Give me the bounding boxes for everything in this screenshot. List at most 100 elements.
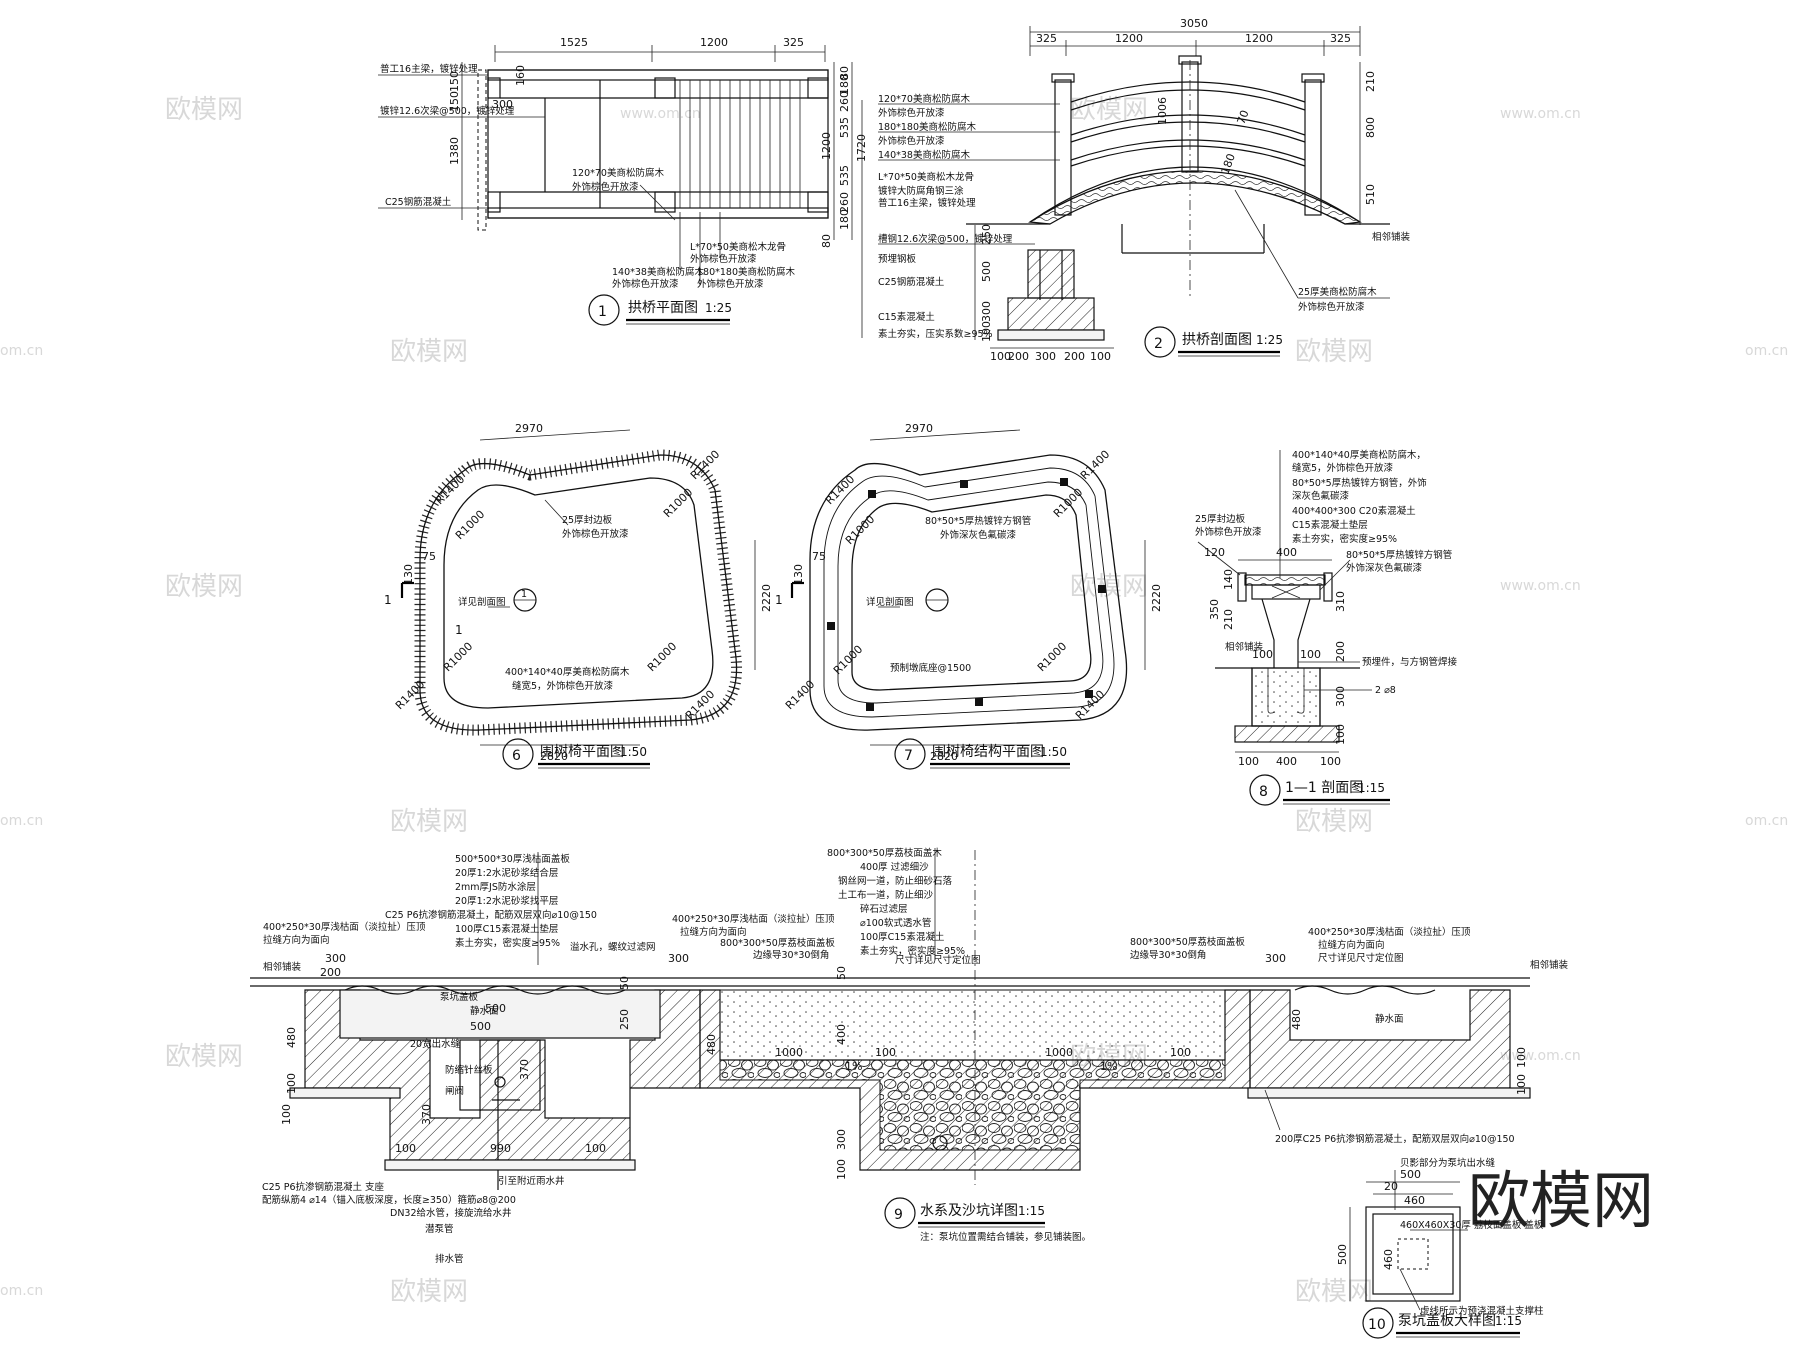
dim-label: 150 (448, 71, 461, 92)
note: C25 P6抗渗钢筋混凝土 支座 (262, 1181, 385, 1193)
note: 120*70美商松防腐木 (572, 167, 664, 179)
note: 80*50*5厚热镀锌方钢管，外饰 (1292, 477, 1427, 489)
dimension-top: 3050 325 1200 1200 325 (1029, 17, 1361, 56)
dim-label: R1000 (1035, 640, 1069, 674)
note: 180*180美商松防腐木 (878, 121, 977, 133)
dimension-right: 210 800 510 1006 180 70 (1156, 62, 1377, 225)
note: 外饰棕色开放漆 (690, 253, 757, 265)
dim-label: 1380 (448, 137, 461, 165)
watermark-brand: 欧模网 (165, 1042, 243, 1072)
drawing-title: 1 拱桥平面图 1:25 (588, 294, 732, 326)
section-mark: 1 (455, 623, 463, 637)
note: 外饰深灰色氟碳漆 (1346, 562, 1423, 574)
note: 20厚1:2水泥砂浆找平层 (455, 895, 558, 907)
dim-label: 990 (490, 1142, 511, 1155)
dim-label: 100 (980, 321, 993, 342)
dim-label: 1000 (775, 1046, 803, 1059)
watermark-site: www.om.cn (1500, 578, 1581, 594)
dim-label: 1% (1100, 1060, 1117, 1073)
support-posts (827, 478, 1106, 711)
dim-label: R1000 (645, 640, 679, 674)
label: 20宽出水缝 (410, 1038, 461, 1050)
dim-label: 300 (980, 301, 993, 322)
dim-label: 80 (838, 66, 851, 80)
label: 泵坑盖板 (440, 991, 479, 1003)
note: 边缘导30*30倒角 (1130, 949, 1206, 961)
note: 400*400*300 C20素混凝土 (1292, 505, 1416, 517)
dim-label: 535 (838, 165, 851, 186)
note: 外饰棕色开放漆 (1298, 301, 1365, 313)
note: ⌀100软式透水管 (860, 917, 931, 929)
note: C25钢筋混凝土 (878, 276, 945, 288)
deck-boards (679, 80, 801, 208)
dim-label: 460 (1382, 1249, 1395, 1270)
dim-label: 50 (835, 966, 848, 980)
dim-label: 100 (1090, 350, 1111, 363)
dim-label: 1200 (1245, 32, 1273, 45)
note: 100厚C15素混凝土 (860, 931, 945, 943)
note: 预埋件，与方钢管焊接 (1362, 656, 1458, 668)
dimension: 500 20 460 500 460 (1336, 1168, 1460, 1301)
dim-label: 3050 (1180, 17, 1208, 30)
dim-label: 460 (1404, 1194, 1425, 1207)
note: 槽钢12.6次梁@500，镀锌处理 (878, 233, 1013, 245)
note: 100厚C15素混凝土垫层 (455, 923, 558, 935)
dim-label: 1006 (1156, 97, 1169, 125)
note: 外饰棕色开放漆 (612, 278, 679, 290)
dim-label: 300 (1035, 350, 1056, 363)
dim-label: R1000 (453, 508, 487, 542)
note: 素土夯实，密实度≥95% (1292, 533, 1397, 545)
dim-label: 140 (1222, 569, 1235, 590)
drawing-number: 2 (1154, 336, 1163, 352)
dimension-right: 80 180 260 535 535 260 180 80 1200 1720 (820, 62, 868, 248)
note: 预埋钢板 (878, 253, 917, 265)
dim-label: 100 (1252, 648, 1273, 661)
dimension-left: 250 500 300 100 (974, 224, 993, 342)
annotations-right: 800*300*50厚荔枝面盖板 边缘导30*30倒角 400*250*30厚浅… (1130, 926, 1569, 1145)
drawing-title-text: 拱桥剖面图 (1182, 332, 1252, 348)
dimension-left: 150 150 1380 300 160 (448, 62, 527, 220)
drawing-6-tree-bench-plan: 2970 2820 2220 R1400 R1400 R1400 R1400 R… (384, 422, 773, 770)
note: C25钢筋混凝土 (385, 196, 452, 208)
note: 相邻铺装 (1225, 641, 1264, 653)
dim-label: 100 (1334, 724, 1347, 745)
dim-label: 150 (448, 91, 461, 112)
watermark-site: om.cn (0, 813, 43, 829)
annotations-bottom: C25 P6抗渗钢筋混凝土 支座 配筋纵筋4 ⌀14（锚入底板深度，长度≥350… (262, 1175, 565, 1265)
dim-label: R1000 (843, 513, 877, 547)
dim-label: 100 (1238, 755, 1259, 768)
dimension: 120 400 140 350 210 310 200 300 100 100 … (1204, 546, 1347, 768)
label: 尺寸详见尺寸定位图 (895, 954, 981, 966)
dim-label: 300 (668, 952, 689, 965)
note: 贝影部分为泵坑出水缝 (1400, 1157, 1496, 1169)
note: 400厚 过滤细沙 (860, 861, 929, 873)
dim-label: 500 (1400, 1168, 1421, 1181)
dim-label: 2970 (905, 422, 933, 435)
dim-label: R1000 (441, 640, 475, 674)
watermark-site: www.om.cn (1500, 106, 1581, 122)
section-mark: 1 (775, 593, 783, 607)
dim-label: 300 (835, 1129, 848, 1150)
note: 深灰色氟碳漆 (1292, 490, 1350, 502)
note: 碎石过滤层 (860, 903, 908, 915)
note: 25厚封边板 (1195, 513, 1246, 525)
dim-label: 100 (835, 1159, 848, 1180)
dim-label: 510 (1364, 184, 1377, 205)
dim-label: R1000 (1051, 486, 1085, 520)
note: 25厚封边板 (562, 514, 613, 526)
dim-label: R1000 (831, 643, 865, 677)
note: 相邻铺装 (1530, 959, 1569, 971)
drawing-note: 注：泵坑位置需结合铺装，参见铺装图。 (920, 1231, 1091, 1243)
drawing-scale: 1:50 (620, 745, 647, 759)
annotations: 贝影部分为泵坑出水缝 460X460X30厚 荔枝面盖板 盖板 虚线所示为预浇混… (1394, 1157, 1544, 1317)
dim-label: 500 (470, 1020, 491, 1033)
watermark-brand: 欧模网 (1295, 1277, 1373, 1307)
annotations: 80*50*5厚热镀锌方钢管 外饰深灰色氟碳漆 预制墩底座@1500 详见剖面图… (775, 515, 1031, 674)
drawing-scale: 1:50 (1040, 745, 1067, 759)
dim-label: 100 (1515, 1074, 1528, 1095)
note: 普工16主梁，镀锌处理 (878, 197, 976, 209)
dim-label: 50 (618, 976, 631, 990)
note: 外饰棕色开放漆 (697, 278, 764, 290)
drawing-number: 1 (598, 304, 607, 320)
watermark-brand: 欧模网 (1295, 337, 1373, 367)
